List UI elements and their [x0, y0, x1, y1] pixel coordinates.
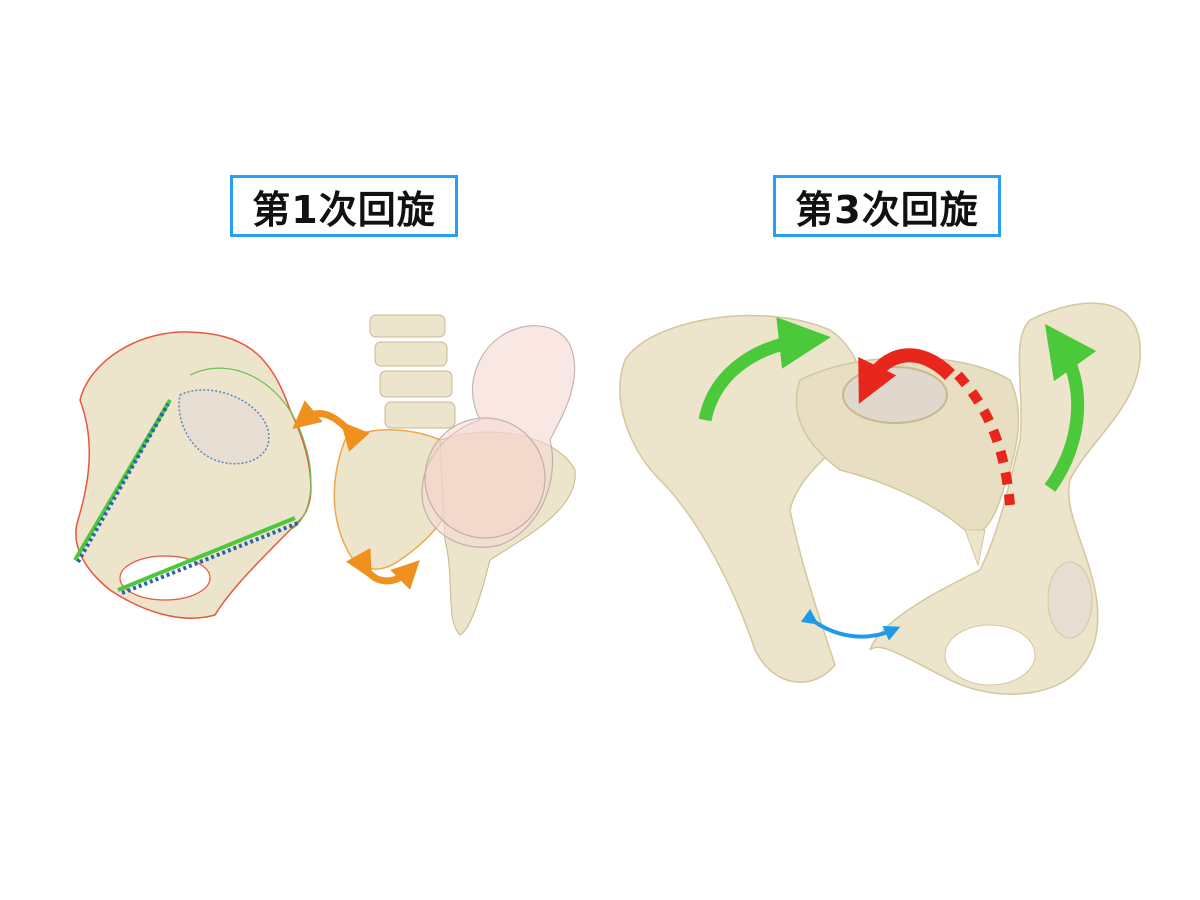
red-dotted-path	[954, 371, 1015, 506]
red-rotation-arrow	[858, 348, 955, 404]
title-third-rotation: 第3次回旋	[773, 175, 1001, 237]
orange-rotation-arrow	[345, 547, 420, 590]
hip-bone-lateral	[75, 331, 312, 619]
green-rotation-arrow	[1044, 323, 1097, 492]
blue-double-arrow	[800, 608, 901, 641]
pelvis-front	[619, 302, 1141, 695]
orange-rotation-arrow	[292, 400, 370, 452]
fetus-outline	[421, 325, 576, 548]
title-first-rotation: 第1次回旋	[230, 175, 458, 237]
green-line	[73, 398, 172, 562]
dotted-blue-line	[76, 403, 170, 563]
dotted-blue-line	[121, 521, 299, 595]
green-line	[117, 516, 296, 592]
green-rotation-arrow	[698, 317, 831, 422]
